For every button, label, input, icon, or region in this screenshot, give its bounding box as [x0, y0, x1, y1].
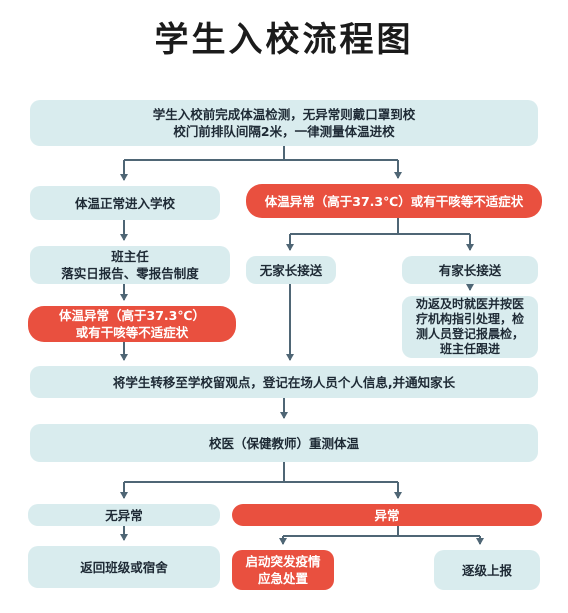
step-no-parent: 无家长接送 — [246, 256, 336, 284]
step-no-abnormal-text: 无异常 — [105, 507, 143, 523]
step-retest: 校医（保健教师）重测体温 — [30, 424, 538, 462]
step-transfer-text: 将学生转移至学校留观点，登记在场人员个人信息,并通知家长 — [112, 374, 456, 390]
step-emergency: 启动突发疫情 应急处置 — [232, 550, 334, 590]
step-return-home-text: 劝返及时就医并按医 疗机构指引处理，检 测人员登记报晨检， 班主任跟进 — [415, 297, 524, 356]
step-report: 逐级上报 — [434, 550, 540, 590]
step-no-abnormal: 无异常 — [28, 504, 220, 526]
step-temp-abnormal-left: 体温异常（高于37.3℃） 或有干咳等不适症状 — [28, 306, 236, 342]
step-temp-abnormal-left-text: 体温异常（高于37.3℃） 或有干咳等不适症状 — [59, 308, 205, 340]
step-with-parent-text: 有家长接送 — [438, 262, 502, 278]
step-transfer: 将学生转移至学校留观点，登记在场人员个人信息,并通知家长 — [30, 366, 538, 398]
step-start: 学生入校前完成体温检测，无异常则戴口罩到校 校门前排队间隔2米，一律测量体温进校 — [30, 100, 538, 146]
step-no-parent-text: 无家长接送 — [259, 262, 323, 278]
step-abnormal-bottom-text: 异常 — [374, 507, 400, 523]
step-temp-abnormal-top: 体温异常（高于37.3℃）或有干咳等不适症状 — [246, 184, 542, 218]
step-emergency-text: 启动突发疫情 应急处置 — [245, 554, 321, 586]
step-start-text: 学生入校前完成体温检测，无异常则戴口罩到校 校门前排队间隔2米，一律测量体温进校 — [152, 107, 416, 139]
step-class-teacher-text: 班主任 落实日报告、零报告制度 — [61, 249, 199, 281]
step-temp-normal-text: 体温正常进入学校 — [74, 195, 175, 211]
step-return-home: 劝返及时就医并按医 疗机构指引处理，检 测人员登记报晨检， 班主任跟进 — [402, 296, 538, 358]
step-abnormal-bottom: 异常 — [232, 504, 542, 526]
step-back-to-class: 返回班级或宿舍 — [28, 546, 220, 588]
step-with-parent: 有家长接送 — [402, 256, 538, 284]
step-retest-text: 校医（保健教师）重测体温 — [208, 435, 359, 451]
step-report-text: 逐级上报 — [461, 562, 512, 578]
step-temp-normal: 体温正常进入学校 — [30, 186, 220, 220]
step-back-to-class-text: 返回班级或宿舍 — [80, 559, 168, 575]
step-class-teacher: 班主任 落实日报告、零报告制度 — [30, 246, 230, 284]
page-title: 学生入校流程图 — [154, 20, 414, 60]
step-temp-abnormal-top-text: 体温异常（高于37.3℃）或有干咳等不适症状 — [264, 193, 524, 209]
